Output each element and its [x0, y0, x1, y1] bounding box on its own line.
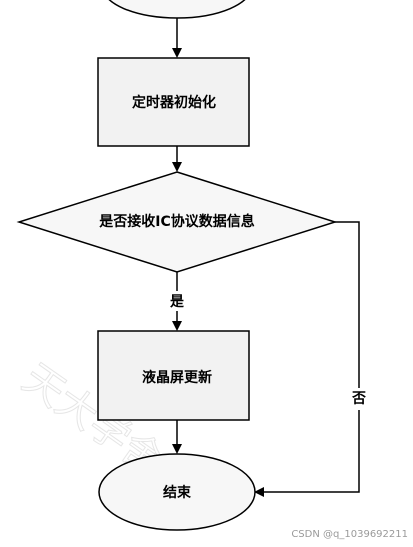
end-label: 结束 — [163, 484, 192, 501]
start-terminal — [108, 0, 246, 19]
yes-label: 是 — [170, 294, 185, 310]
timer-init-label: 定时器初始化 — [132, 94, 216, 111]
lcd-update-label: 液晶屏更新 — [142, 369, 212, 386]
end-terminal — [98, 453, 256, 531]
csdn-watermark: CSDN @q_1039692211 — [291, 529, 408, 540]
yes-label-bg — [166, 291, 188, 311]
no-label-bg — [348, 388, 370, 410]
timer-init-box — [97, 57, 250, 147]
decision-label: 是否接收IC协议数据信息 — [99, 213, 254, 230]
no-label: 否 — [351, 391, 366, 407]
lcd-update-box — [97, 330, 250, 421]
arrow-decision-to-end-no — [254, 221, 360, 497]
